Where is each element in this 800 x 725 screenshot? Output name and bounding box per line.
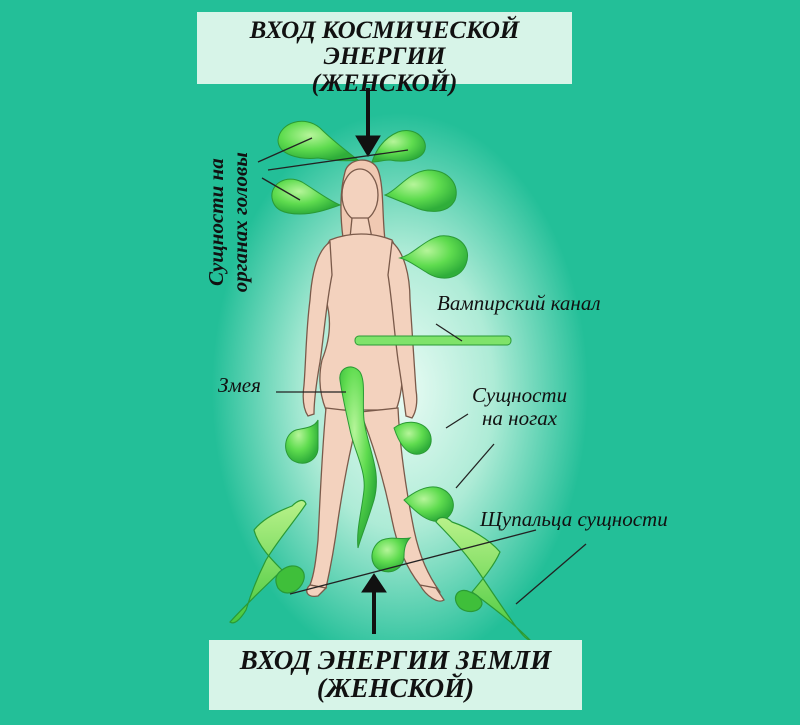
bottom-title-line1: ВХОД ЭНЕРГИИ ЗЕМЛИ: [239, 645, 552, 675]
leader-lines: [257, 137, 587, 605]
tentacle-right: [435, 516, 532, 641]
head-entities-label: Сущности на органах головы: [203, 152, 252, 293]
tentacle-left: [229, 499, 307, 624]
top-arrow: [355, 88, 381, 157]
tentacles-label: Щупальца сущности: [480, 507, 668, 531]
bottom-title: ВХОД ЭНЕРГИИ ЗЕМЛИ (ЖЕНСКОЙ): [209, 640, 582, 710]
head-entities: [271, 120, 468, 279]
leg-entities-label: Сущности на ногах: [472, 383, 568, 431]
top-title-line1: ВХОД КОСМИЧЕСКОЙ ЭНЕРГИИ: [249, 17, 520, 71]
top-title-line2: (ЖЕНСКОЙ): [311, 69, 458, 97]
top-title: ВХОД КОСМИЧЕСКОЙ ЭНЕРГИИ (ЖЕНСКОЙ): [197, 12, 572, 96]
body-entities: [285, 419, 454, 573]
human-figure: [302, 159, 445, 602]
bottom-arrow: [361, 573, 387, 634]
snake: [339, 366, 377, 549]
bottom-title-line2: (ЖЕНСКОЙ): [316, 673, 475, 704]
vampire-channel-label: Вампирский канал: [437, 291, 601, 315]
snake-label: Змея: [218, 373, 261, 397]
vampire-channel-rod: [354, 335, 512, 346]
